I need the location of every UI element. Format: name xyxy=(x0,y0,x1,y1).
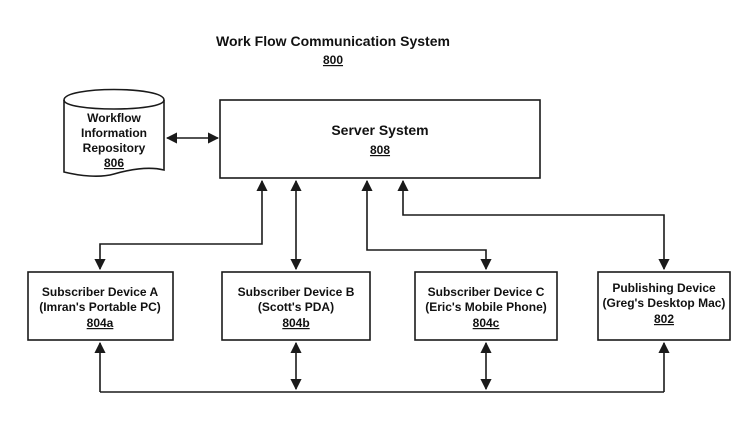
device-a-ref: 804a xyxy=(87,316,114,330)
server-publishing-connector xyxy=(403,181,664,269)
repository-label-line3: Repository xyxy=(83,141,146,155)
device-b-ref: 804b xyxy=(282,316,309,330)
subscriber-device-a: Subscriber Device A (Imran's Portable PC… xyxy=(28,272,173,340)
device-a-line2: (Imran's Portable PC) xyxy=(39,300,161,314)
publishing-device: Publishing Device (Greg's Desktop Mac) 8… xyxy=(598,272,730,340)
device-b-line2: (Scott's PDA) xyxy=(258,300,334,314)
server-device-a-connector xyxy=(100,181,262,269)
server-device-c-connector xyxy=(367,181,486,269)
repository-ref: 806 xyxy=(104,156,124,170)
repository-label-line2: Information xyxy=(81,126,147,140)
server-node: Server System 808 xyxy=(220,100,540,178)
server-label: Server System xyxy=(331,122,428,138)
device-b-line1: Subscriber Device B xyxy=(238,285,355,299)
device-c-line1: Subscriber Device C xyxy=(428,285,545,299)
subscriber-device-b: Subscriber Device B (Scott's PDA) 804b xyxy=(222,272,370,340)
publishing-device-line1: Publishing Device xyxy=(612,281,716,295)
device-c-line2: (Eric's Mobile Phone) xyxy=(425,300,547,314)
server-box xyxy=(220,100,540,178)
device-a-line1: Subscriber Device A xyxy=(42,285,159,299)
server-ref: 808 xyxy=(370,143,390,157)
publishing-device-ref: 802 xyxy=(654,312,674,326)
repository-node: Workflow Information Repository 806 xyxy=(64,90,164,177)
diagram-ref: 800 xyxy=(323,53,343,67)
subscriber-device-c: Subscriber Device C (Eric's Mobile Phone… xyxy=(415,272,557,340)
diagram-title: Work Flow Communication System xyxy=(216,33,450,49)
device-c-ref: 804c xyxy=(473,316,500,330)
publishing-device-line2: (Greg's Desktop Mac) xyxy=(603,296,726,310)
repository-label-line1: Workflow xyxy=(87,111,141,125)
